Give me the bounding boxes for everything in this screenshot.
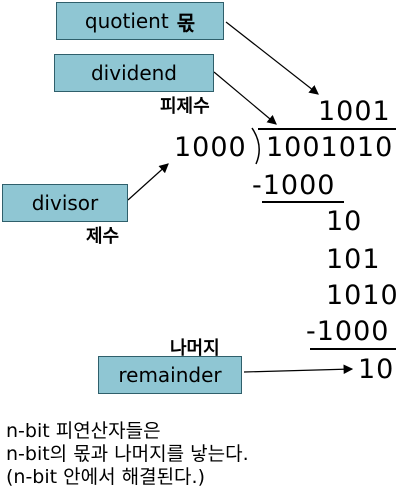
step5-rule [310, 348, 396, 350]
quotient-value: 1001 [318, 96, 391, 127]
step1-subtrahend: -1000 [252, 170, 336, 201]
quotient-rule [258, 128, 396, 130]
division-bracket [251, 127, 260, 165]
quotient-arrow [225, 21, 319, 95]
step4-value: 1010 [326, 280, 399, 311]
dividend-box: dividend [54, 54, 214, 92]
note-line-1: n-bit 피연산자들은 [6, 420, 161, 442]
quotient-kor-label: 몫 [176, 10, 196, 35]
remainder-arrow [243, 364, 354, 375]
remainder-value: 10 [358, 354, 395, 385]
note-line-2: n-bit의 몫과 나머지를 낳는다. [6, 443, 249, 465]
step3-value: 101 [326, 244, 381, 275]
step5-subtrahend: -1000 [306, 316, 390, 347]
divisor-kor-label: 제수 [86, 226, 120, 247]
remainder-label: remainder [118, 363, 222, 387]
divisor-value: 1000 [174, 132, 247, 163]
divisor-arrow [127, 163, 169, 201]
divisor-label: divisor [31, 191, 99, 215]
remainder-box: remainder [98, 356, 242, 394]
dividend-label: dividend [90, 61, 177, 85]
dividend-arrow [213, 71, 277, 125]
divisor-box: divisor [2, 184, 128, 222]
quotient-box: quotient 몫 [56, 2, 224, 40]
dividend-kor-label: 피제수 [160, 96, 210, 117]
step1-rule [262, 201, 344, 203]
step2-value: 10 [326, 206, 363, 237]
dividend-value: 1001010 [266, 132, 394, 163]
quotient-label: quotient [84, 9, 169, 33]
remainder-kor-label: 나머지 [170, 338, 220, 359]
note-line-3: (n-bit 안에서 해결된다.) [6, 466, 205, 488]
